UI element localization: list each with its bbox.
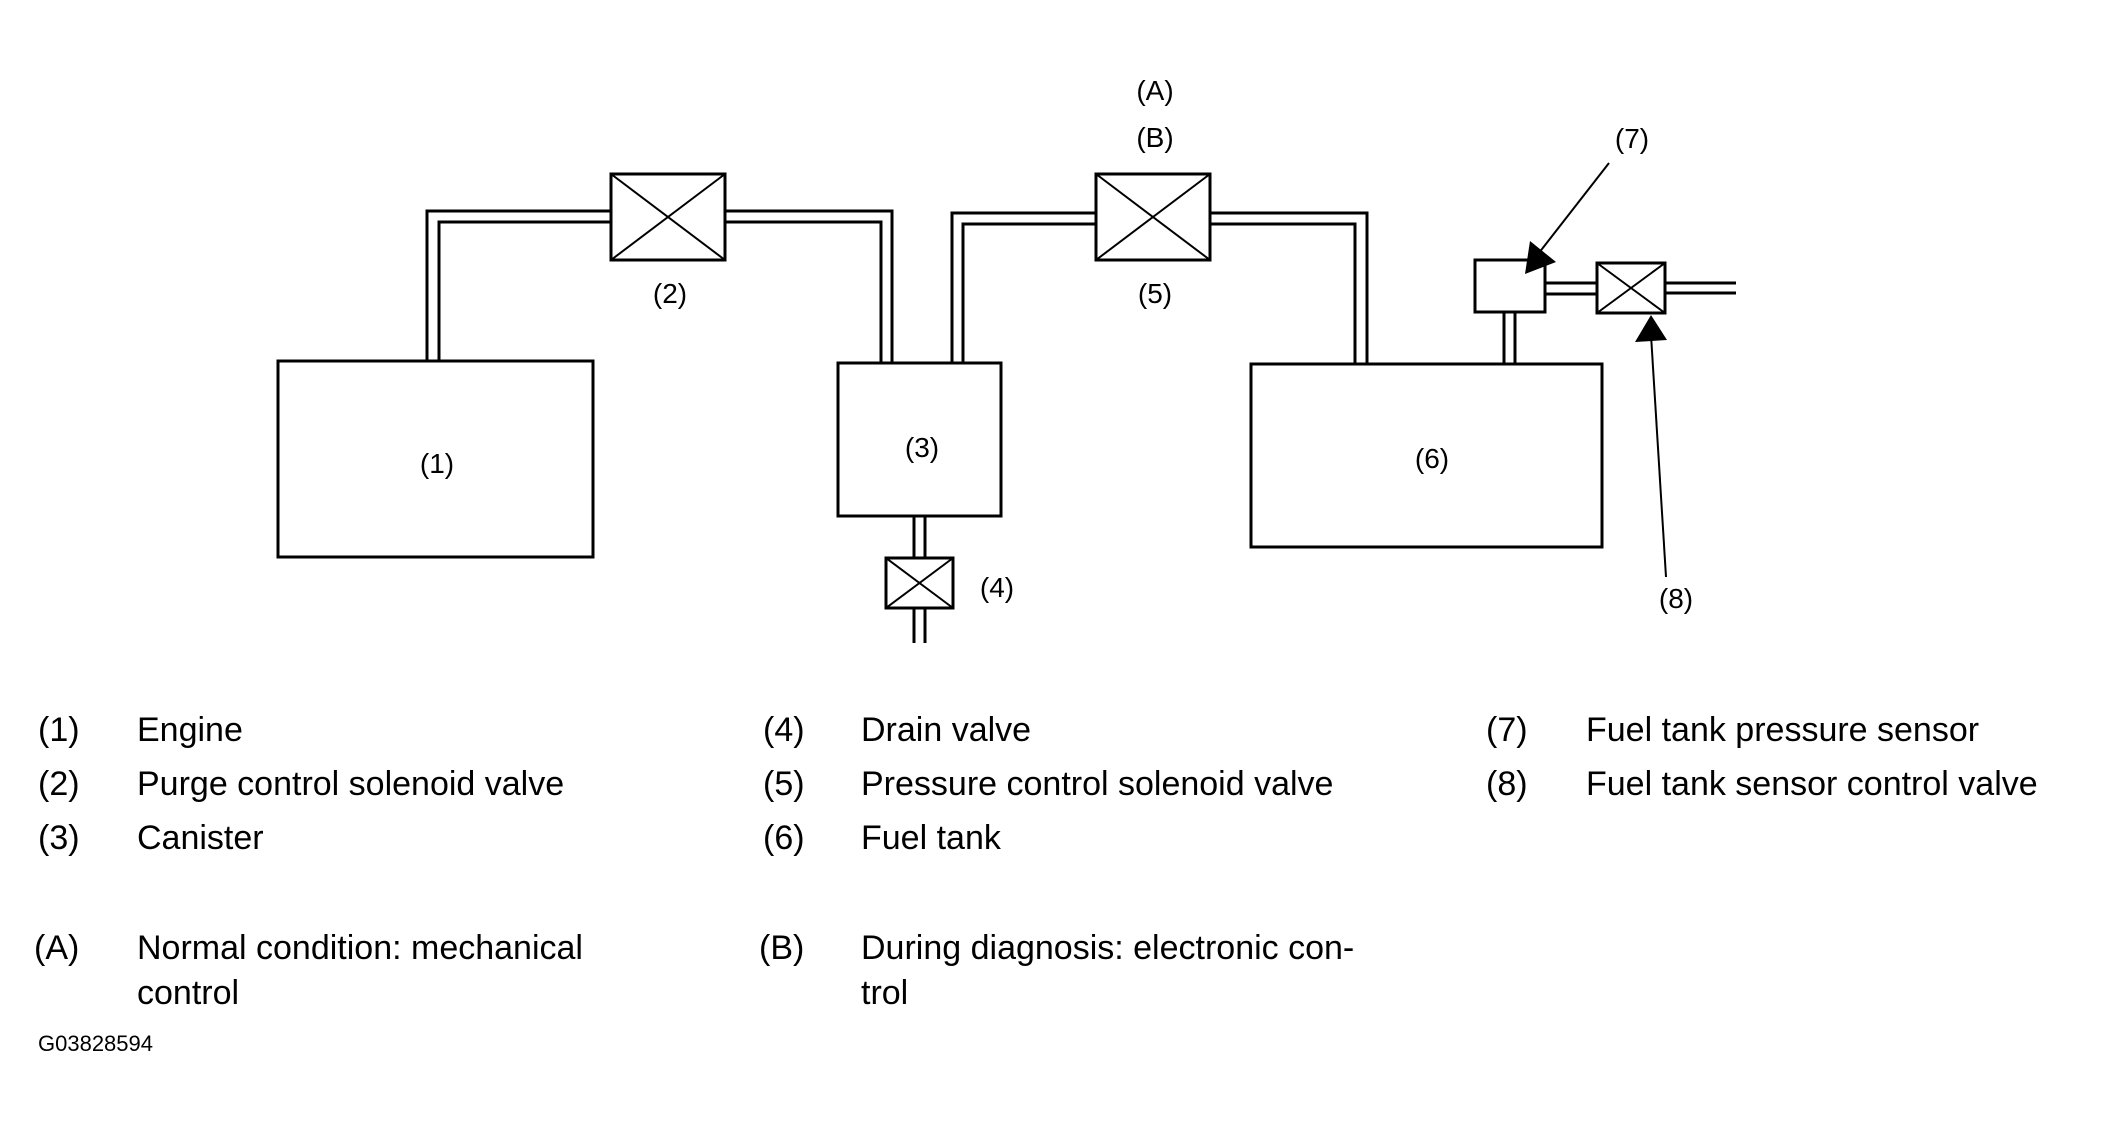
engine-box (276, 359, 595, 559)
legend-text: Drain valve (861, 711, 1032, 749)
legend-key: (7) (1486, 711, 1528, 749)
label-fuel-tank: (6) (1415, 443, 1449, 474)
drain-valve (884, 556, 955, 610)
legend-key: (A) (34, 929, 80, 967)
legend-key: (3) (38, 819, 80, 857)
sensor-pipe (1502, 281, 1736, 364)
legend-text: Canister (137, 819, 264, 857)
label-valve-5: (5) (1138, 278, 1172, 309)
legend-key: (4) (763, 711, 805, 749)
drain-pipe (912, 516, 927, 643)
leader-line-7 (1534, 162, 1610, 259)
legend-text: Fuel tank pressure sensor (1586, 711, 1980, 749)
legend-text: Fuel tank sensor control valve (1586, 765, 2038, 803)
label-pressure-sensor: (7) (1615, 123, 1649, 154)
legend-text: Purge control solenoid valve (137, 765, 565, 803)
legend-text: Normal condition: mechanical (137, 929, 583, 967)
legend-text: Engine (137, 711, 243, 749)
legend-text-continued: control (137, 974, 240, 1012)
legend-key: (B) (759, 929, 805, 967)
label-sensor-control-valve: (8) (1659, 583, 1693, 614)
legend-text: During diagnosis: electronic con- (861, 929, 1355, 967)
label-b: (B) (1136, 122, 1173, 153)
legend-text: Pressure control solenoid valve (861, 765, 1334, 803)
arrowhead-8-icon (1635, 315, 1667, 342)
fuel-tank-sensor-control-valve (1595, 261, 1667, 315)
label-a: (A) (1136, 75, 1173, 106)
label-drain-valve: (4) (980, 572, 1014, 603)
legend-key: (5) (763, 765, 805, 803)
label-canister: (3) (905, 432, 939, 463)
legend-key: (6) (763, 819, 805, 857)
pipe-engine-to-canister (425, 209, 894, 363)
label-valve-2: (2) (653, 278, 687, 309)
figure-id: G03828594 (38, 1031, 153, 1056)
canister-box (836, 361, 1003, 518)
pressure-control-solenoid-valve (1094, 172, 1212, 262)
pipe-canister-to-tank (950, 211, 1369, 364)
legend-key: (1) (38, 711, 80, 749)
legend-text-continued: trol (861, 974, 909, 1012)
legend-text: Fuel tank (861, 819, 1001, 857)
fuel-tank-box (1249, 362, 1604, 549)
label-engine: (1) (420, 448, 454, 479)
leader-line-8 (1650, 334, 1667, 578)
fuel-tank-pressure-sensor (1473, 258, 1547, 314)
purge-control-solenoid-valve (609, 172, 727, 262)
arrowhead-7-icon (1525, 241, 1556, 274)
legend-key: (2) (38, 765, 80, 803)
legend-key: (8) (1486, 765, 1528, 803)
